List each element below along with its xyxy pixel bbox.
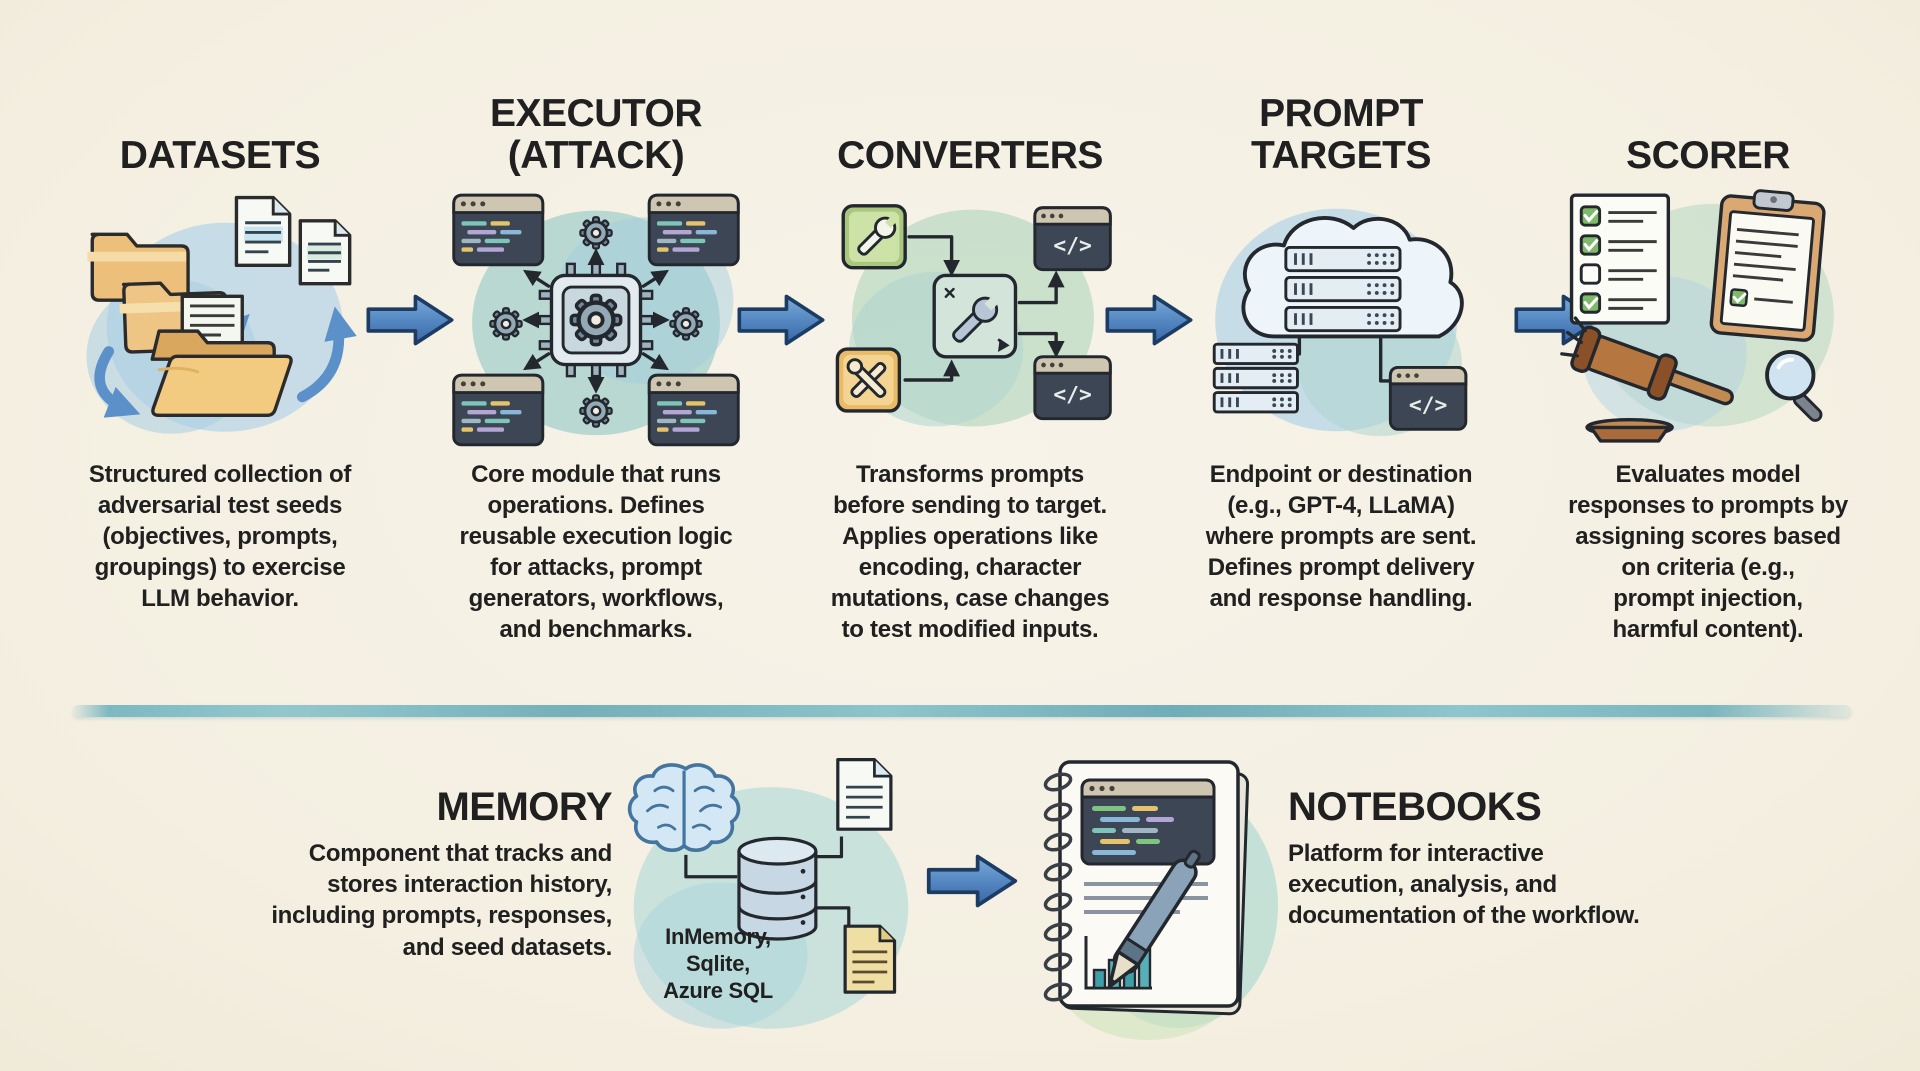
memory-illustration — [620, 750, 922, 1042]
server-rack-icon — [1212, 342, 1299, 414]
cpu-chip-icon — [538, 262, 654, 378]
stage-executor: EXECUTOR(ATTACK) — [441, 70, 751, 646]
document-pages-icon — [836, 758, 897, 994]
stage-converters: CONVERTERS — [815, 70, 1125, 646]
memory-illustration-svg — [627, 758, 909, 1029]
tools-panel-icon — [835, 347, 902, 413]
flow-arrow-icon — [1103, 291, 1195, 349]
notebooks-illustration — [1028, 748, 1280, 1044]
prompt-targets-illustration: </> — [1191, 186, 1491, 454]
notebook-icon — [1043, 760, 1250, 1016]
gavel-icon — [1560, 316, 1734, 443]
page-title: MEMORY — [436, 785, 612, 829]
wrench-panel-icon — [841, 204, 907, 270]
scorer-illustration-svg — [1560, 189, 1834, 443]
converters-illustration-svg: </> </> — [835, 204, 1112, 427]
code-glyph: </> — [1053, 382, 1091, 407]
memory-backend-label: InMemory,Sqlite,Azure SQL — [663, 924, 773, 1003]
flow-arrow-icon — [925, 850, 1019, 912]
connector-arrows — [903, 235, 1065, 382]
stage-scorer: SCORER — [1553, 70, 1863, 646]
page-title: CONVERTERS — [837, 133, 1103, 177]
stage-description: Endpoint or destination(e.g., GPT-4, LLa… — [1205, 461, 1477, 612]
notebooks-illustration-svg — [1043, 760, 1278, 1040]
connector-lines — [684, 836, 851, 929]
code-window-icon: </> </> — [1033, 206, 1112, 421]
page-title: NOTEBOOKS — [1288, 785, 1542, 829]
converters-illustration: </> </> — [820, 186, 1120, 454]
page-title: DATASETS — [119, 133, 321, 177]
code-window-icon — [1080, 778, 1216, 866]
spiral-binding — [1043, 772, 1073, 1002]
watercolor-divider — [73, 705, 1851, 717]
brain-icon — [627, 763, 741, 852]
cloud-server-icon — [1241, 216, 1464, 339]
folder-stack-icon — [87, 232, 293, 418]
page-title: EXECUTOR(ATTACK) — [490, 92, 703, 177]
flow-arrow-icon — [735, 291, 827, 349]
clipboard-icon — [1709, 189, 1826, 342]
code-glyph: </> — [1053, 233, 1091, 258]
executor-illustration — [446, 186, 746, 454]
code-glyph: </> — [1409, 393, 1447, 418]
executor-illustration-svg — [452, 193, 740, 447]
stage-datasets: DATASETS — [65, 70, 375, 615]
checklist-icon — [1569, 193, 1671, 325]
code-window-icon: </> — [1388, 365, 1468, 431]
magnifier-icon — [1765, 349, 1823, 422]
database-icon — [737, 836, 818, 941]
prompt-targets-illustration-svg: </> — [1212, 208, 1468, 437]
document-pages-icon — [234, 195, 352, 286]
datasets-illustration — [70, 186, 370, 454]
datasets-illustration-svg — [86, 195, 357, 434]
pen-icon — [1107, 849, 1201, 989]
page-title: SCORER — [1626, 133, 1790, 177]
scorer-illustration — [1558, 186, 1858, 454]
transform-box-icon — [932, 273, 1018, 359]
